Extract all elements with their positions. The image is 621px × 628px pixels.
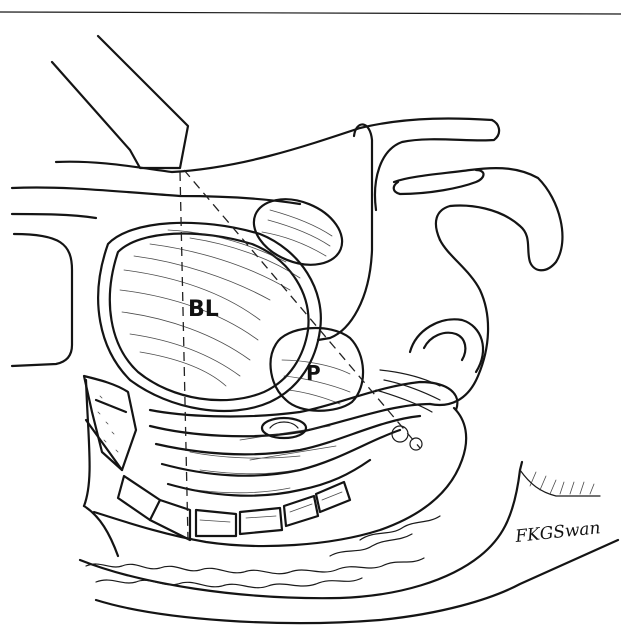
scrotal-contents bbox=[376, 319, 483, 412]
vertical-needle-track bbox=[180, 172, 188, 540]
page-top-edge bbox=[0, 12, 621, 14]
bladder-label: BL bbox=[188, 297, 219, 322]
artist-signature: FKGSwan bbox=[513, 518, 601, 547]
bladder: BL bbox=[98, 223, 321, 411]
perineum-outline bbox=[80, 408, 618, 623]
lower-bowel-coils bbox=[86, 426, 440, 588]
prostate-label: P bbox=[306, 361, 321, 385]
seminal-vesicle bbox=[244, 187, 352, 277]
oblique-needle-track bbox=[184, 170, 420, 448]
probe-instrument bbox=[52, 36, 188, 168]
